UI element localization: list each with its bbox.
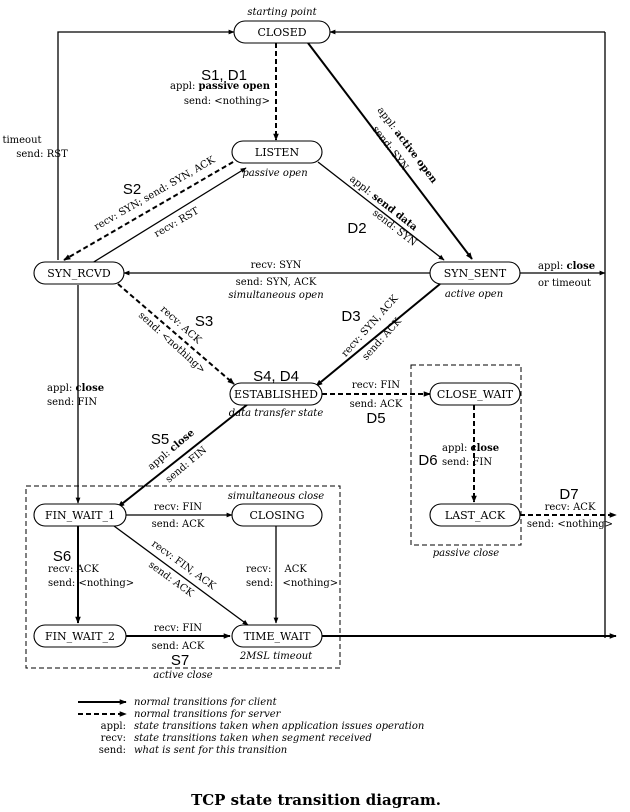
note-simultaneous-close: simultaneous close [228,491,325,502]
note-passive-open: passive open [242,168,307,179]
label-closing-send-nothing: send: <nothing> [246,578,338,589]
passive-close-group-box [410,364,522,546]
note-2msl-timeout: 2MSL timeout [239,651,313,662]
tag-s7: S7 [171,652,189,669]
label-synsent-close: appl: close [538,261,595,272]
label-timeout: timeout [2,135,41,146]
tag-s1-d1: S1, D1 [201,67,247,84]
label-simopen-send-synack: send: SYN, ACK [236,277,317,288]
label-or-timeout: or timeout [538,278,591,289]
label-finwait2-recv-fin: recv: FIN [154,623,202,634]
note-simultaneous-open: simultaneous open [228,290,323,301]
state-fin-wait-2: FIN_WAIT_2 [33,624,127,648]
active-close-group-box [25,485,341,669]
tag-s4-d4: S4, D4 [253,368,299,385]
label-s6-recv-ack: recv: ACK [48,564,99,575]
edge-synrcvd-listen-rst [83,167,247,269]
note-starting-point: starting point [247,7,317,18]
state-syn-rcvd: SYN_RCVD [33,261,125,285]
label-simopen-recv-syn: recv: SYN [251,260,302,271]
label-d6-send-fin: send: FIN [442,457,492,468]
legend-item-recv: state transitions taken when segment rec… [134,733,372,744]
tag-s5: S5 [151,431,169,448]
figure-caption: TCP state transition diagram. [191,791,441,809]
edge-synrcvd-closed-timeout [57,29,235,260]
state-last-ack: LAST_ACK [429,503,521,527]
state-close-wait: CLOSE_WAIT [429,382,521,406]
legend-key-send: send: [99,745,126,756]
state-label: LISTEN [255,146,300,159]
label-finwait1-closing-send-ack: send: ACK [152,519,205,530]
label-d5-send-ack: send: ACK [350,399,403,410]
tag-s6: S6 [53,548,71,565]
edge-synrcvd-established [117,283,235,385]
edge-listen-synrcvd [63,157,241,261]
edge-listen-synsent [317,161,445,261]
edge-established-finwait1 [117,403,249,508]
label-send-rst: send: RST [16,149,68,160]
legend-item-appl: state transitions taken when application… [134,721,424,732]
label-synrcvd-close: appl: close [47,383,104,394]
label-closed-listen-appl: appl: passive open [170,81,271,92]
tag-d3: D3 [341,308,360,325]
label-recv-syn-send-synack: recv: SYN; send: SYN, ACK [92,154,217,233]
edge-finwait1-timewait [113,525,249,626]
tag-d2: D2 [347,220,366,237]
state-label: TIME_WAIT [244,630,312,643]
edge-closed-synsent [307,42,473,260]
label-finwait1-closing-recv-fin: recv: FIN [154,502,202,513]
state-closed: CLOSED [233,20,331,44]
label-d7-recv-ack: recv: ACK [545,502,596,513]
label-d7-send-nothing: send: <nothing> [527,519,613,530]
state-label: SYN_RCVD [47,267,111,280]
note-data-transfer-state: data transfer state [229,408,324,419]
tag-s2: S2 [123,181,141,198]
state-label: CLOSE_WAIT [437,388,514,401]
state-label: CLOSED [257,26,306,39]
label-closed-listen-send: send: <nothing> [184,96,270,107]
note-active-open: active open [445,289,503,300]
tag-d6: D6 [418,452,437,469]
legend-item-client: normal transitions for client [134,697,278,708]
state-label: CLOSING [249,509,304,522]
label-d6-close: appl: close [442,443,499,454]
label-d5-recv-fin: recv: FIN [352,380,400,391]
edge-synsent-established [315,283,441,387]
state-syn-sent: SYN_SENT [429,261,521,285]
legend-key-appl: appl: [101,721,126,732]
legend: normal transitions for client normal tra… [78,697,424,756]
legend-item-send: what is sent for this transition [134,745,287,756]
state-listen: LISTEN [231,140,323,164]
label-synrcvd-send-fin: send: FIN [47,397,97,408]
tag-s3: S3 [195,313,213,330]
legend-key-recv: recv: [101,733,126,744]
state-established: ESTABLISHED [229,382,323,406]
state-label: FIN_WAIT_1 [45,509,115,522]
tag-d5: D5 [366,410,385,427]
legend-item-server: normal transitions for server [134,709,282,720]
state-label: SYN_SENT [444,267,507,280]
tag-d7: D7 [559,486,578,503]
label-finwait2-send-ack: send: ACK [152,641,205,652]
label-s6-send-nothing: send: <nothing> [48,578,134,589]
state-closing: CLOSING [231,503,323,527]
note-passive-close: passive close [433,548,500,559]
state-time-wait: TIME_WAIT [231,624,323,648]
state-label: FIN_WAIT_2 [45,630,115,643]
state-fin-wait-1: FIN_WAIT_1 [33,503,127,527]
note-active-close: active close [153,670,212,681]
state-label: LAST_ACK [445,509,506,522]
state-label: ESTABLISHED [234,388,318,401]
label-closing-recv-ack: recv: ACK [246,564,307,575]
